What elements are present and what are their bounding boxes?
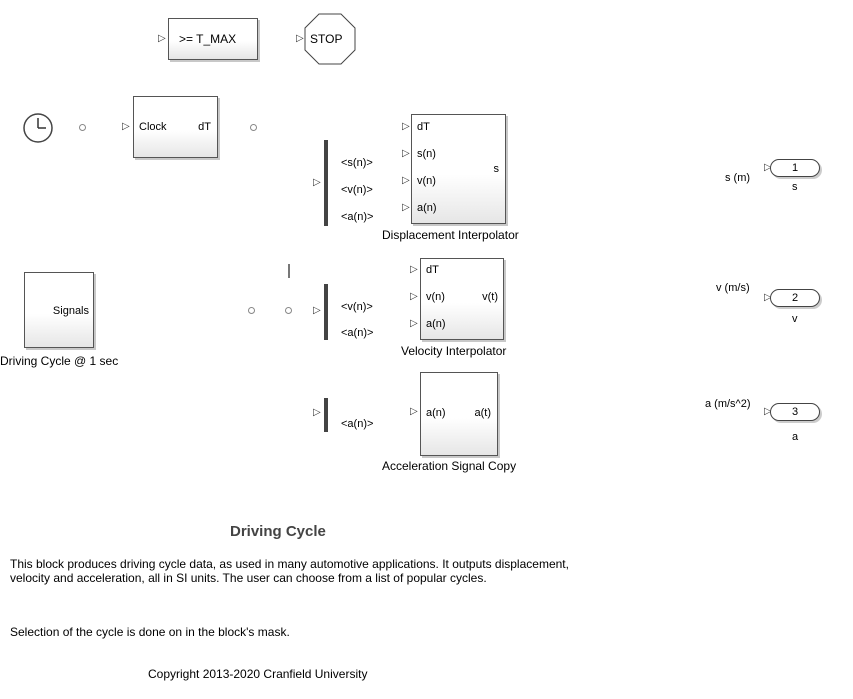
velocity-interpolator-block[interactable]: dT v(n) a(n) v(t) bbox=[420, 258, 504, 340]
input-port-arrow-icon: ▷ bbox=[764, 162, 772, 173]
clock-icon[interactable] bbox=[22, 112, 54, 144]
clock-in-port: Clock bbox=[139, 121, 167, 133]
input-port-arrow-icon: ▷ bbox=[410, 264, 418, 275]
signal-dot bbox=[248, 307, 255, 314]
input-port-arrow-icon: ▷ bbox=[313, 177, 321, 188]
block-name: Driving Cycle @ 1 sec bbox=[0, 354, 119, 368]
acceleration-signal-copy-block[interactable]: a(n) a(t) bbox=[420, 372, 498, 456]
input-port-arrow-icon: ▷ bbox=[402, 148, 410, 159]
port-label: s(n) bbox=[417, 148, 436, 160]
bus-signal-label: <v(n)> bbox=[341, 184, 373, 196]
annotation-title: Driving Cycle bbox=[230, 523, 326, 540]
signal-dot bbox=[79, 124, 86, 131]
input-port-arrow-icon: ▷ bbox=[402, 121, 410, 132]
signal-dot bbox=[285, 307, 292, 314]
outport-name: v bbox=[792, 313, 798, 325]
input-port-arrow-icon: ▷ bbox=[402, 175, 410, 186]
port-label: v(n) bbox=[417, 175, 436, 187]
annotation-paragraph: This block produces driving cycle data, … bbox=[10, 557, 569, 585]
copyright-text: Copyright 2013-2020 Cranfield University bbox=[148, 667, 368, 681]
clock-subsystem-block[interactable]: Clock dT bbox=[133, 96, 218, 158]
port-label: v(t) bbox=[482, 291, 498, 303]
compare-block[interactable]: >= T_MAX bbox=[168, 18, 258, 60]
input-port-arrow-icon: ▷ bbox=[402, 202, 410, 213]
input-port-arrow-icon: ▷ bbox=[296, 33, 304, 44]
output-signal-label: a (m/s^2) bbox=[705, 398, 751, 410]
input-port-arrow-icon: ▷ bbox=[410, 406, 418, 417]
outport-name: a bbox=[792, 431, 799, 443]
compare-label: >= T_MAX bbox=[179, 32, 237, 46]
driving-cycle-signals-block[interactable]: Signals bbox=[24, 272, 94, 348]
input-port-arrow-icon: ▷ bbox=[764, 406, 772, 417]
input-port-arrow-icon: ▷ bbox=[410, 318, 418, 329]
output-signal-label: v (m/s) bbox=[716, 282, 750, 294]
stop-block[interactable] bbox=[304, 13, 356, 65]
outport-1[interactable]: 1 bbox=[770, 159, 820, 177]
signals-out-port: Signals bbox=[52, 305, 89, 317]
block-name: Acceleration Signal Copy bbox=[382, 459, 517, 473]
bus-selector-2[interactable] bbox=[324, 284, 328, 340]
input-port-arrow-icon: ▷ bbox=[313, 407, 321, 418]
bus-signal-label: <s(n)> bbox=[341, 157, 373, 169]
bus-signal-label: <a(n)> bbox=[341, 211, 374, 223]
signal-dot bbox=[250, 124, 257, 131]
input-port-arrow-icon: ▷ bbox=[410, 291, 418, 302]
input-port-arrow-icon: ▷ bbox=[764, 292, 772, 303]
annotation-paragraph: Selection of the cycle is done on in the… bbox=[10, 625, 290, 639]
bus-selector-1[interactable] bbox=[324, 140, 328, 226]
stop-label: STOP bbox=[310, 32, 343, 46]
bus-signal-label: <v(n)> bbox=[341, 301, 373, 313]
port-label: v(n) bbox=[426, 291, 445, 303]
divider bbox=[288, 264, 290, 278]
bus-selector-3[interactable] bbox=[324, 398, 328, 432]
port-label: dT bbox=[426, 264, 439, 276]
input-port-arrow-icon: ▷ bbox=[122, 121, 130, 132]
block-name: Displacement Interpolator bbox=[382, 228, 519, 242]
displacement-interpolator-block[interactable]: dT s(n) v(n) a(n) s bbox=[411, 114, 506, 224]
outport-2[interactable]: 2 bbox=[770, 289, 820, 307]
outport-3[interactable]: 3 bbox=[770, 403, 820, 421]
input-port-arrow-icon: ▷ bbox=[313, 305, 321, 316]
bus-signal-label: <a(n)> bbox=[341, 418, 374, 430]
outport-name: s bbox=[792, 181, 798, 193]
input-port-arrow-icon: ▷ bbox=[158, 33, 166, 44]
port-label: a(t) bbox=[474, 407, 492, 419]
port-label: a(n) bbox=[426, 407, 446, 419]
port-label: a(n) bbox=[417, 202, 437, 214]
bus-signal-label: <a(n)> bbox=[341, 327, 374, 339]
block-name: Velocity Interpolator bbox=[401, 344, 507, 358]
dt-out-port: dT bbox=[198, 121, 211, 133]
port-label: s bbox=[493, 163, 500, 175]
output-signal-label: s (m) bbox=[725, 172, 751, 184]
port-label: a(n) bbox=[426, 318, 446, 330]
port-label: dT bbox=[417, 121, 430, 133]
